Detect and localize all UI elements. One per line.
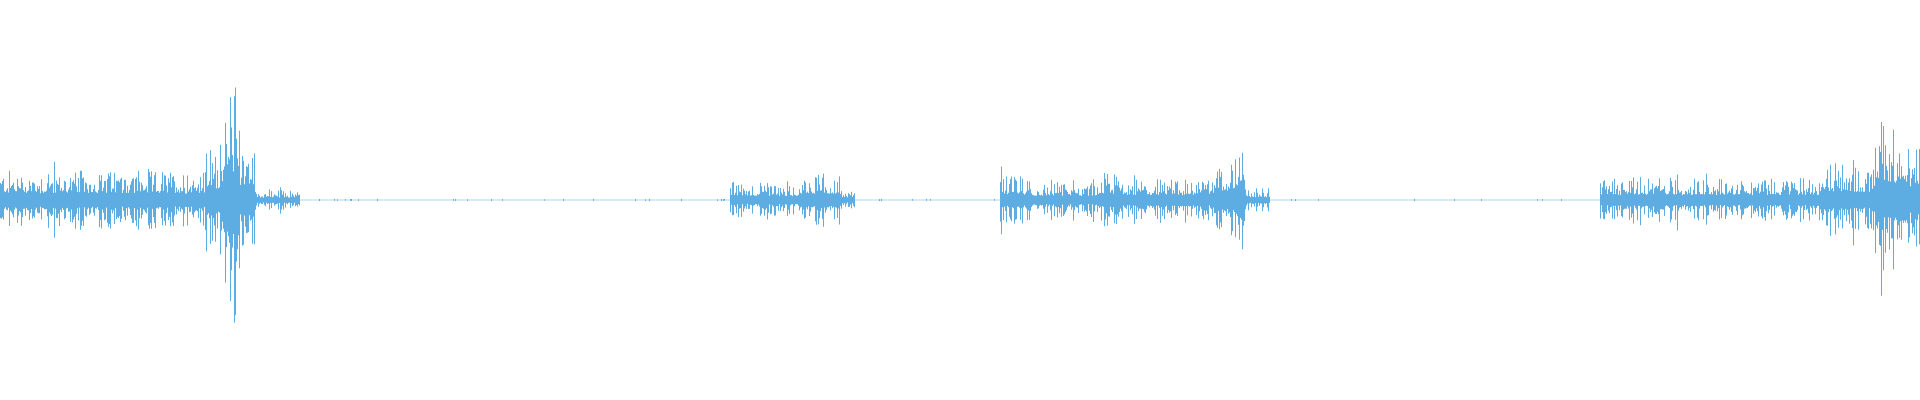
waveform-path (0, 87, 1920, 323)
waveform-amplitude-bars (0, 87, 1920, 323)
